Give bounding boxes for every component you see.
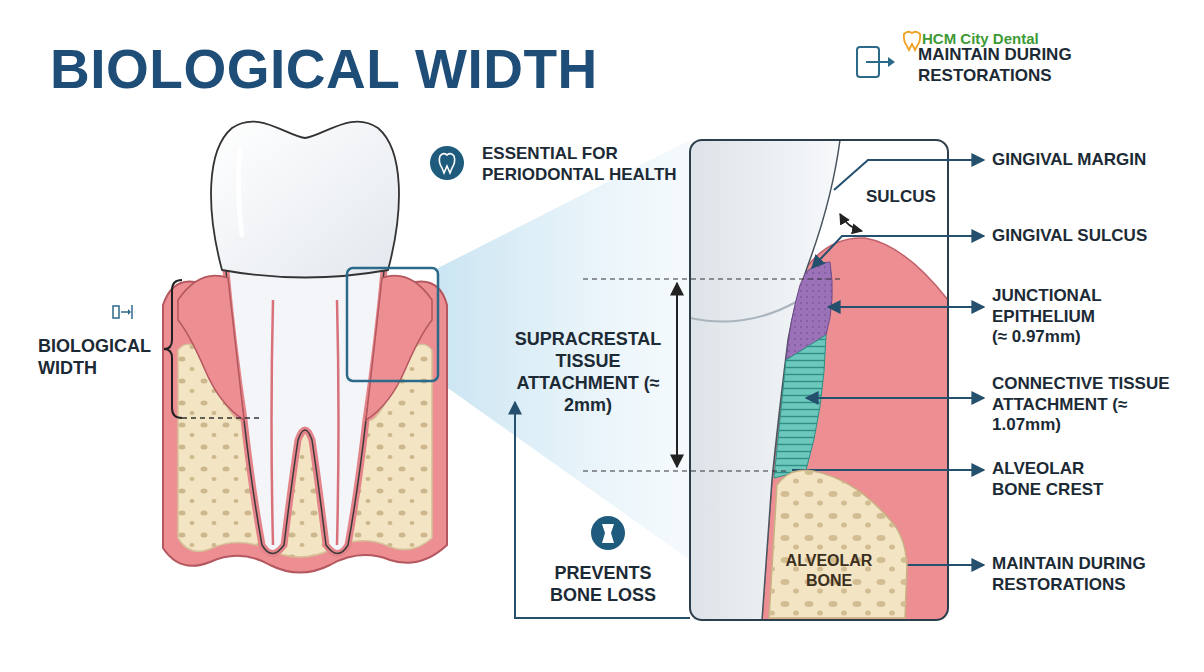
diagram-title: BIOLOGICAL WIDTH: [50, 36, 598, 103]
note-label: PREVENTS BONE LOSS: [543, 563, 663, 607]
node-label: ALVEOLAR BONE: [779, 551, 879, 590]
part-label: GINGIVAL SULCUS: [992, 226, 1192, 247]
dimension-label: BIOLOGICAL WIDTH: [38, 336, 163, 380]
note-label: ESSENTIAL FOR PERIODONTAL HEALTH: [482, 144, 687, 185]
part-label: GINGIVAL MARGIN: [992, 150, 1192, 171]
zoom-panel: [690, 140, 948, 620]
part-label: JUNCTIONAL EPITHELIUM (≈ 0.97mm): [992, 286, 1107, 348]
bone-region: ALVEOLAR BONE: [755, 465, 948, 620]
part-label: ALVEOLAR BONE CREST: [992, 459, 1112, 500]
part-label: CONNECTIVE TISSUE ATTACHMENT (≈ 1.07mm): [992, 374, 1172, 436]
dimension-label: SUPRACRESTAL TISSUE ATTACHMENT (≈ 2mm): [508, 329, 668, 417]
zoom-beam: [438, 140, 690, 560]
part-label: SULCUS: [866, 187, 936, 208]
bone-shape: [755, 465, 948, 620]
tooth-overview: [163, 122, 447, 573]
part-label: MAINTAIN DURING RESTORATIONS: [992, 554, 1172, 595]
note-label: MAINTAIN DURING RESTORATIONS: [918, 45, 1093, 86]
icons: [430, 32, 920, 550]
